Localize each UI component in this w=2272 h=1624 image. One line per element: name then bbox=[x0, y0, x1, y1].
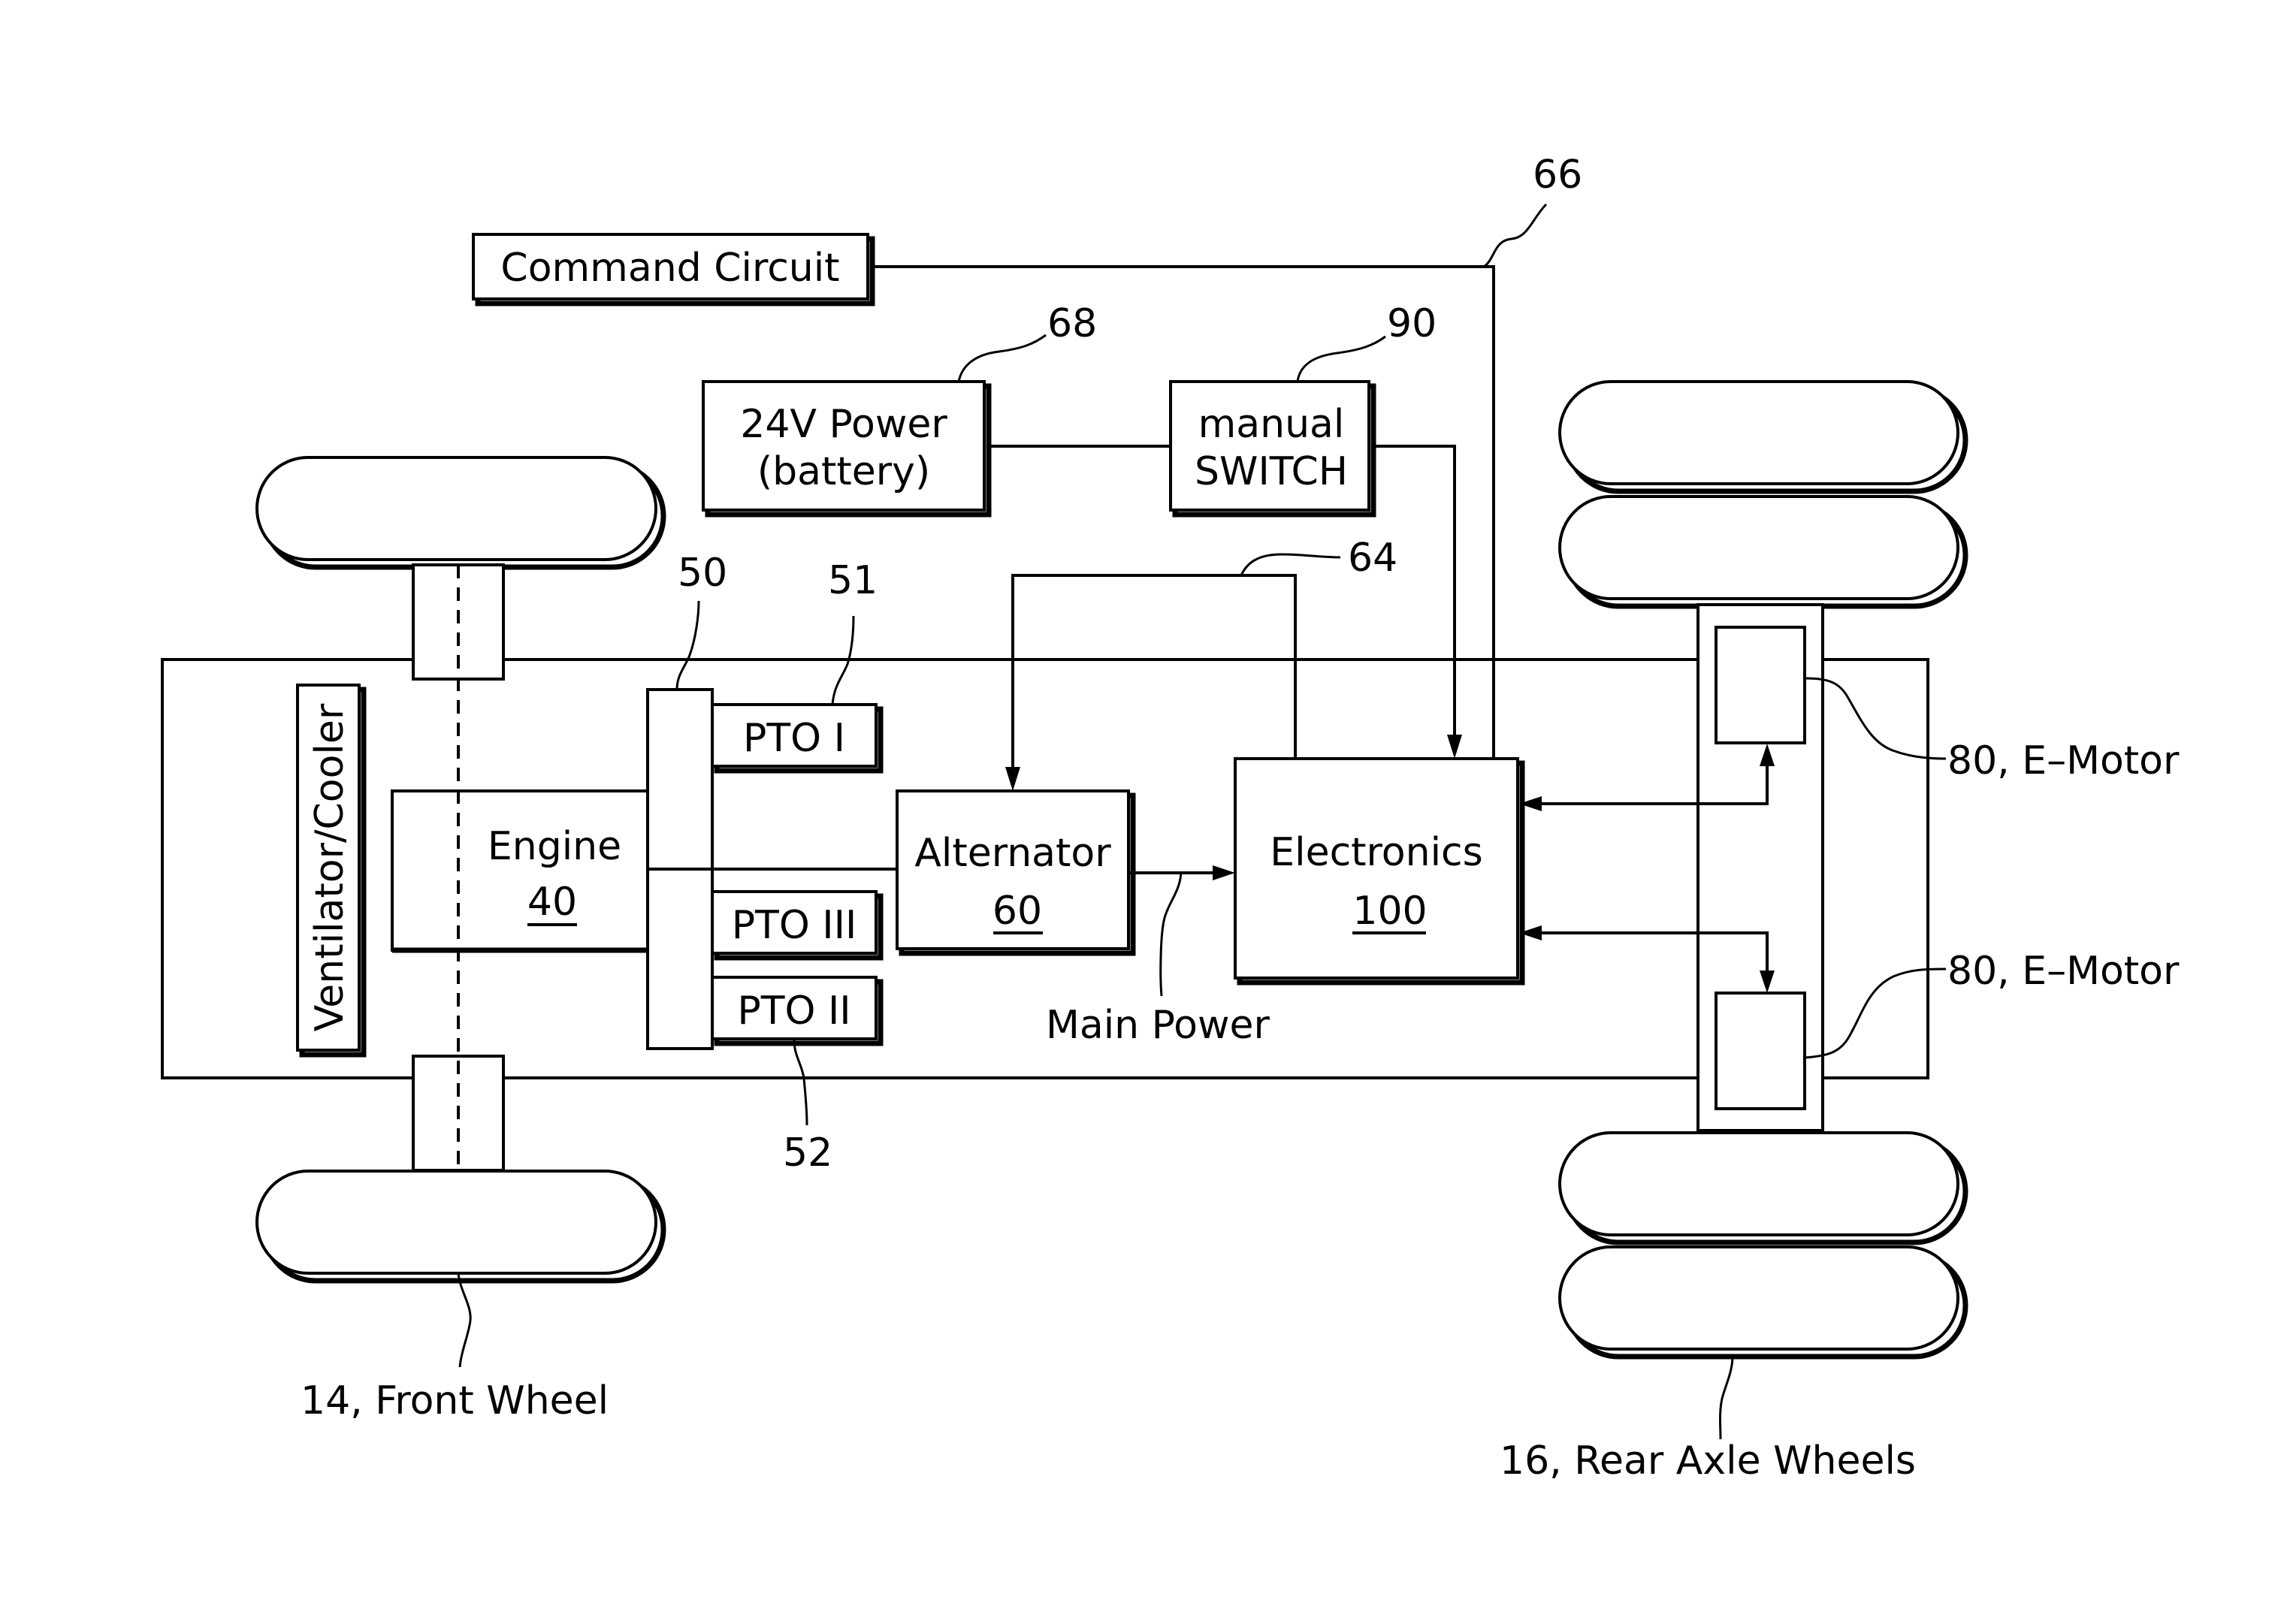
pto-1-label: PTO I bbox=[743, 716, 845, 761]
leader-emotor-top bbox=[1805, 678, 1946, 759]
main-power-arrowhead bbox=[1213, 865, 1235, 880]
pto-2-block: PTO II bbox=[712, 977, 881, 1043]
ref-90: 90 bbox=[1387, 301, 1437, 346]
ventilator-cooler-block: Ventilator/Cooler bbox=[298, 685, 364, 1055]
manual-switch-block: manual SWITCH bbox=[1171, 382, 1373, 515]
leader-52 bbox=[794, 1039, 807, 1125]
ref-64: 64 bbox=[1348, 536, 1397, 581]
alternator-ref: 60 bbox=[992, 889, 1042, 934]
front-wheel-label: 14, Front Wheel bbox=[301, 1378, 609, 1423]
rear-wheel-4 bbox=[1560, 1247, 1965, 1357]
ref-68: 68 bbox=[1047, 301, 1097, 346]
manual-switch-label-2: SWITCH bbox=[1195, 449, 1348, 494]
electronics-to-alternator-line bbox=[1013, 575, 1295, 776]
emotor-top-label: 80, E–Motor bbox=[1947, 738, 2180, 783]
main-power-label: Main Power bbox=[1046, 1003, 1270, 1048]
pto-1-block: PTO I bbox=[712, 705, 881, 771]
ref-52: 52 bbox=[783, 1130, 832, 1176]
command-circuit-block: Command Circuit bbox=[473, 234, 872, 303]
rear-wheel-1 bbox=[1560, 382, 1965, 491]
alternator-arrowhead bbox=[1005, 767, 1020, 791]
leader-emotor-bottom bbox=[1805, 969, 1946, 1058]
engine-ref: 40 bbox=[527, 880, 577, 925]
leader-50 bbox=[677, 601, 699, 690]
e-motor-bottom-block bbox=[1716, 993, 1805, 1109]
ventilator-cooler-label: Ventilator/Cooler bbox=[307, 703, 352, 1031]
leader-rear-wheels bbox=[1721, 1357, 1733, 1439]
power-battery-block: 24V Power (battery) bbox=[703, 382, 989, 515]
switch-to-electronics-line bbox=[1373, 446, 1455, 744]
command-circuit-label: Command Circuit bbox=[500, 246, 839, 291]
power-battery-label-2: (battery) bbox=[757, 449, 930, 494]
engine-block bbox=[392, 791, 648, 950]
electronics-block: Electronics 100 bbox=[1235, 759, 1522, 983]
leader-main-power bbox=[1161, 873, 1181, 996]
ref-50: 50 bbox=[678, 551, 727, 596]
leader-66 bbox=[1484, 204, 1546, 267]
e-motor-top-block bbox=[1716, 627, 1805, 743]
electronics-ref: 100 bbox=[1352, 889, 1427, 934]
alternator-block: Alternator 60 bbox=[897, 791, 1133, 953]
ref-51: 51 bbox=[828, 558, 878, 603]
front-wheel-top bbox=[257, 457, 663, 567]
power-battery-label-1: 24V Power bbox=[740, 402, 947, 447]
pto-3-label: PTO III bbox=[732, 903, 857, 948]
pto-2-label: PTO II bbox=[737, 989, 850, 1034]
leader-front-wheel bbox=[458, 1273, 470, 1367]
front-wheel-bottom bbox=[257, 1171, 663, 1281]
switch-arrowhead bbox=[1447, 735, 1462, 759]
rear-wheel-3 bbox=[1560, 1133, 1965, 1242]
ref-66: 66 bbox=[1533, 152, 1582, 198]
emotor-bottom-label: 80, E–Motor bbox=[1947, 949, 2180, 994]
rear-wheel-2 bbox=[1560, 497, 1965, 606]
leader-64 bbox=[1241, 554, 1340, 575]
manual-switch-label-1: manual bbox=[1198, 402, 1345, 447]
engine-label: Engine bbox=[488, 824, 621, 869]
pto-3-block: PTO III bbox=[712, 892, 881, 958]
electronics-label: Electronics bbox=[1270, 830, 1482, 875]
alternator-label: Alternator bbox=[914, 831, 1111, 876]
leader-68 bbox=[959, 335, 1046, 382]
rear-wheels-label: 16, Rear Axle Wheels bbox=[1500, 1438, 1916, 1484]
leader-90 bbox=[1298, 337, 1385, 382]
